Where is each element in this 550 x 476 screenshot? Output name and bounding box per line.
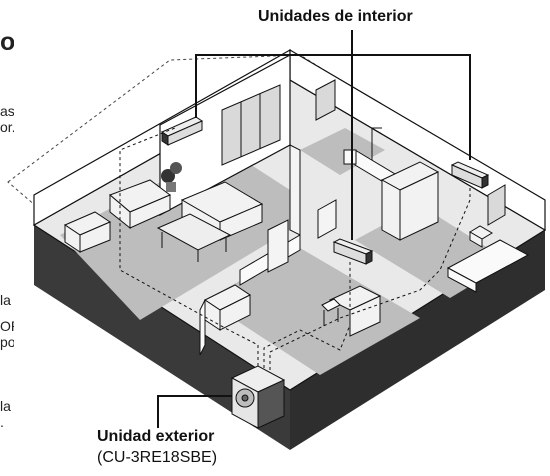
indoor-unit-bedroom	[450, 161, 490, 189]
cropped-line: po	[0, 334, 14, 350]
office-floor	[205, 248, 420, 375]
outdoor-unit	[230, 365, 286, 429]
chair	[321, 298, 341, 326]
cropped-line: la	[0, 398, 11, 414]
outdoor-unit-model: (CU-3RE18SBE)	[97, 449, 218, 466]
interior-wall-front	[199, 299, 206, 356]
cropped-paragraph-a: as or.	[0, 103, 14, 135]
cropped-line: as	[0, 103, 14, 119]
desk	[328, 285, 382, 337]
potted-plant	[161, 162, 182, 192]
door-hall	[267, 219, 289, 273]
cropped-line: .	[0, 414, 4, 430]
callout-lines-indoor	[195, 30, 471, 240]
callout-line-outdoor	[157, 395, 232, 428]
cabinet	[204, 284, 251, 331]
cropped-line: or.	[0, 119, 14, 135]
outdoor-unit-label: Unidad exterior	[97, 428, 215, 445]
bed	[446, 239, 530, 293]
cropped-paragraph-d: la .	[0, 398, 14, 430]
cropped-heading-fragment: o	[0, 28, 14, 56]
piping-routes	[119, 127, 471, 370]
door-bedroom	[317, 199, 337, 239]
indoor-unit-living-room	[160, 116, 204, 146]
nightstand	[469, 225, 493, 248]
interior-wall-hall	[289, 144, 301, 236]
cropped-paragraph-c: OR po	[0, 318, 14, 350]
window-upper-right	[315, 79, 336, 121]
coffee-table	[156, 213, 232, 262]
slab-front-left	[34, 225, 290, 450]
indoor-unit-office	[332, 238, 374, 265]
slab-front-right	[290, 230, 545, 450]
cropped-paragraph-b: la	[0, 292, 11, 308]
window-bedroom	[487, 184, 506, 226]
sliding-door-window	[221, 84, 281, 166]
sideboard	[63, 211, 112, 253]
wardrobe	[380, 161, 440, 241]
cropped-line: OR	[0, 318, 14, 334]
bathroom-floor	[300, 128, 385, 175]
indoor-units-label: Unidades de interior	[258, 8, 413, 25]
